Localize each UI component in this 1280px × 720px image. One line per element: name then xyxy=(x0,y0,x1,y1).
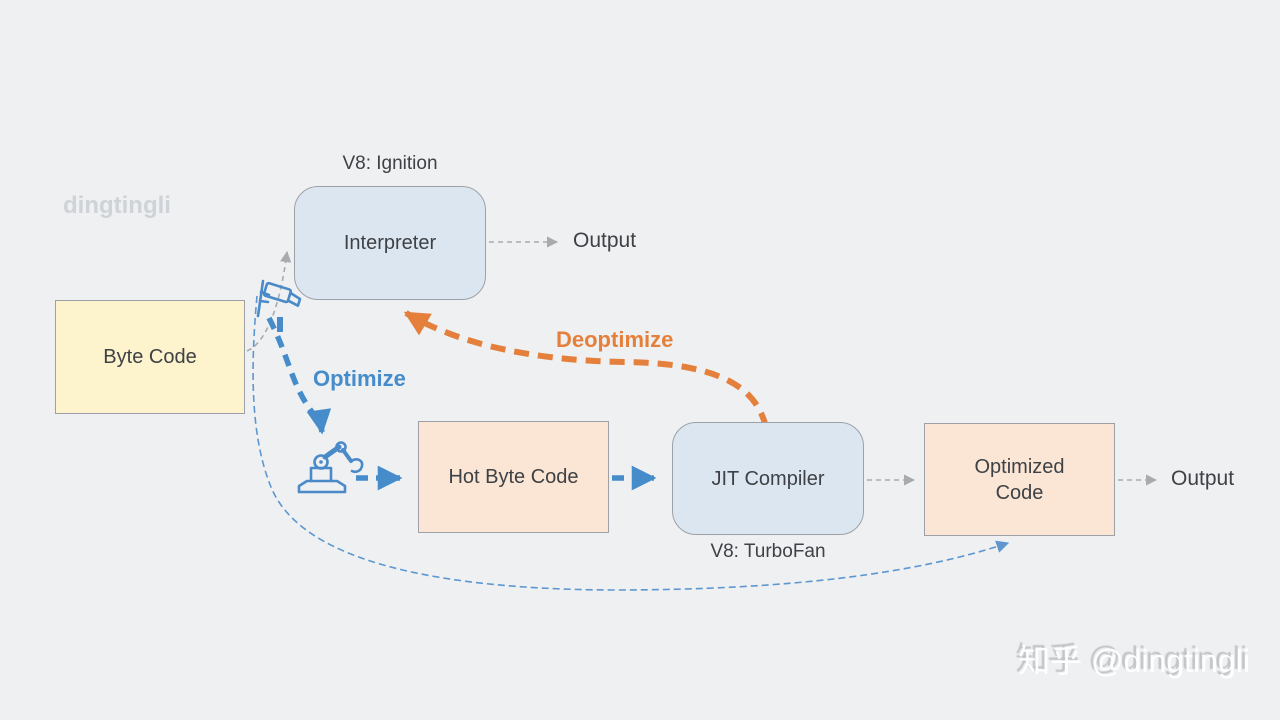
output-label-interpreter: Output xyxy=(573,229,637,252)
caption-v8-turbofan: V8: TurboFan xyxy=(710,541,826,562)
robot-arm-icon xyxy=(297,441,364,494)
output-label-optimized: Output xyxy=(1171,467,1235,490)
watermark-zhihu: 知乎 @dingtingli xyxy=(1018,643,1250,679)
optimize-label: Optimize xyxy=(313,366,406,391)
deoptimize-label: Deoptimize xyxy=(556,327,674,352)
node-interpreter-label: Interpreter xyxy=(343,232,437,254)
node-optimized-code-label: Optimized Code xyxy=(974,455,1065,504)
edge-optimize xyxy=(266,316,332,435)
edge-deoptimize xyxy=(403,310,769,428)
node-jit-compiler-label: JIT Compiler xyxy=(711,467,825,490)
node-byte-code: Byte Code xyxy=(55,300,245,414)
node-hot-byte-code: Hot Byte Code xyxy=(418,421,609,533)
caption-v8-ignition: V8: Ignition xyxy=(342,153,438,174)
node-hot-byte-code-label: Hot Byte Code xyxy=(448,466,579,488)
node-interpreter: Interpreter xyxy=(294,186,486,300)
edge-monitor-to-optimized xyxy=(252,295,1010,591)
node-optimized-code: Optimized Code xyxy=(924,423,1115,536)
watermark-dingtingli: dingtingli xyxy=(63,192,171,219)
cctv-camera-icon xyxy=(256,279,302,332)
node-jit-compiler: JIT Compiler xyxy=(672,422,864,535)
node-byte-code-label: Byte Code xyxy=(103,346,197,368)
